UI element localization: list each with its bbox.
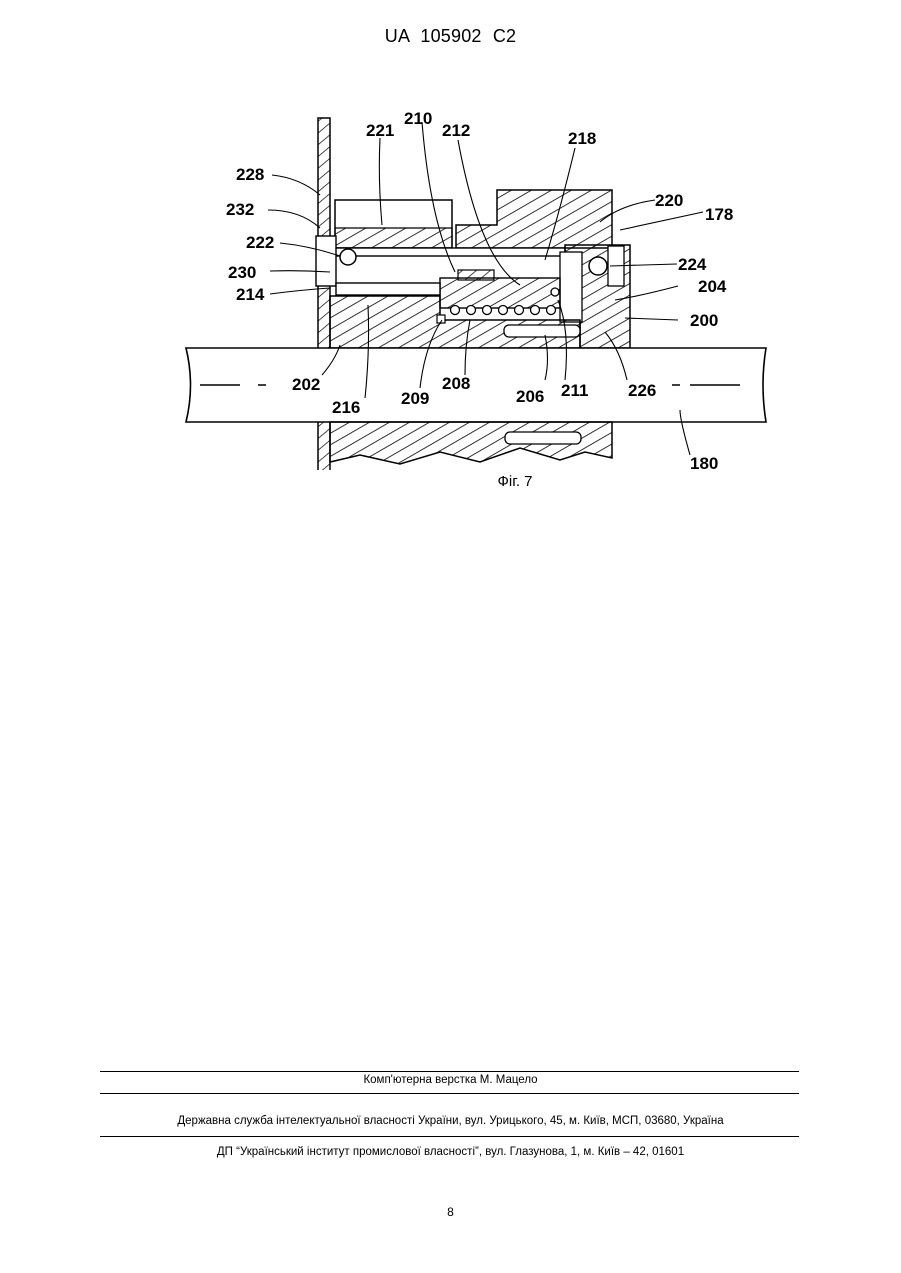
sleeve-216 xyxy=(336,283,440,295)
ref-218: 218 xyxy=(568,129,596,148)
ref-211: 211 xyxy=(561,381,588,400)
ref-204: 204 xyxy=(698,277,727,296)
ref-222: 222 xyxy=(246,233,274,252)
rod-222 xyxy=(335,248,565,256)
ref-206: 206 xyxy=(516,387,544,406)
office-address: Державна служба інтелектуальної власност… xyxy=(0,1115,901,1127)
ref-209: 209 xyxy=(401,389,429,408)
needle-206 xyxy=(504,325,580,337)
ref-216: 216 xyxy=(332,398,360,417)
ref-230: 230 xyxy=(228,263,256,282)
layout-credit: Комп'ютерна верстка М. Мацело xyxy=(0,1074,901,1086)
ref-228: 228 xyxy=(236,165,264,184)
footer-rule-bottom xyxy=(100,1136,799,1137)
ref-232: 232 xyxy=(226,200,254,219)
footer-rule-top xyxy=(100,1071,799,1072)
ref-210: 210 xyxy=(404,109,432,128)
ref-221: 221 xyxy=(366,121,394,140)
institute-address: ДП “Український інститут промислової вла… xyxy=(0,1146,901,1158)
footer-rule-middle xyxy=(100,1093,799,1094)
ref-202: 202 xyxy=(292,375,320,394)
patent-number-header: UA 105902 C2 xyxy=(0,26,901,47)
housing-block-218 xyxy=(456,190,612,248)
ref-214: 214 xyxy=(236,285,265,304)
ref-212: 212 xyxy=(442,121,470,140)
ball-232 xyxy=(340,249,356,265)
ref-220: 220 xyxy=(655,191,683,210)
ref-226: 226 xyxy=(628,381,656,400)
spring-housing-212 xyxy=(440,278,560,308)
mechanism-cross-section: 228 221 210 212 218 220 178 232 222 224 … xyxy=(180,100,780,470)
page-number: 8 xyxy=(0,1205,901,1219)
ref-208: 208 xyxy=(442,374,470,393)
ref-200: 200 xyxy=(690,311,718,330)
ref-180: 180 xyxy=(690,454,718,470)
patent-drawing: 228 221 210 212 218 220 178 232 222 224 … xyxy=(180,100,780,470)
ref-224: 224 xyxy=(678,255,707,274)
ball-224 xyxy=(589,257,607,275)
ref-178: 178 xyxy=(705,205,733,224)
figure-caption: Фіг. 7 xyxy=(0,473,901,490)
